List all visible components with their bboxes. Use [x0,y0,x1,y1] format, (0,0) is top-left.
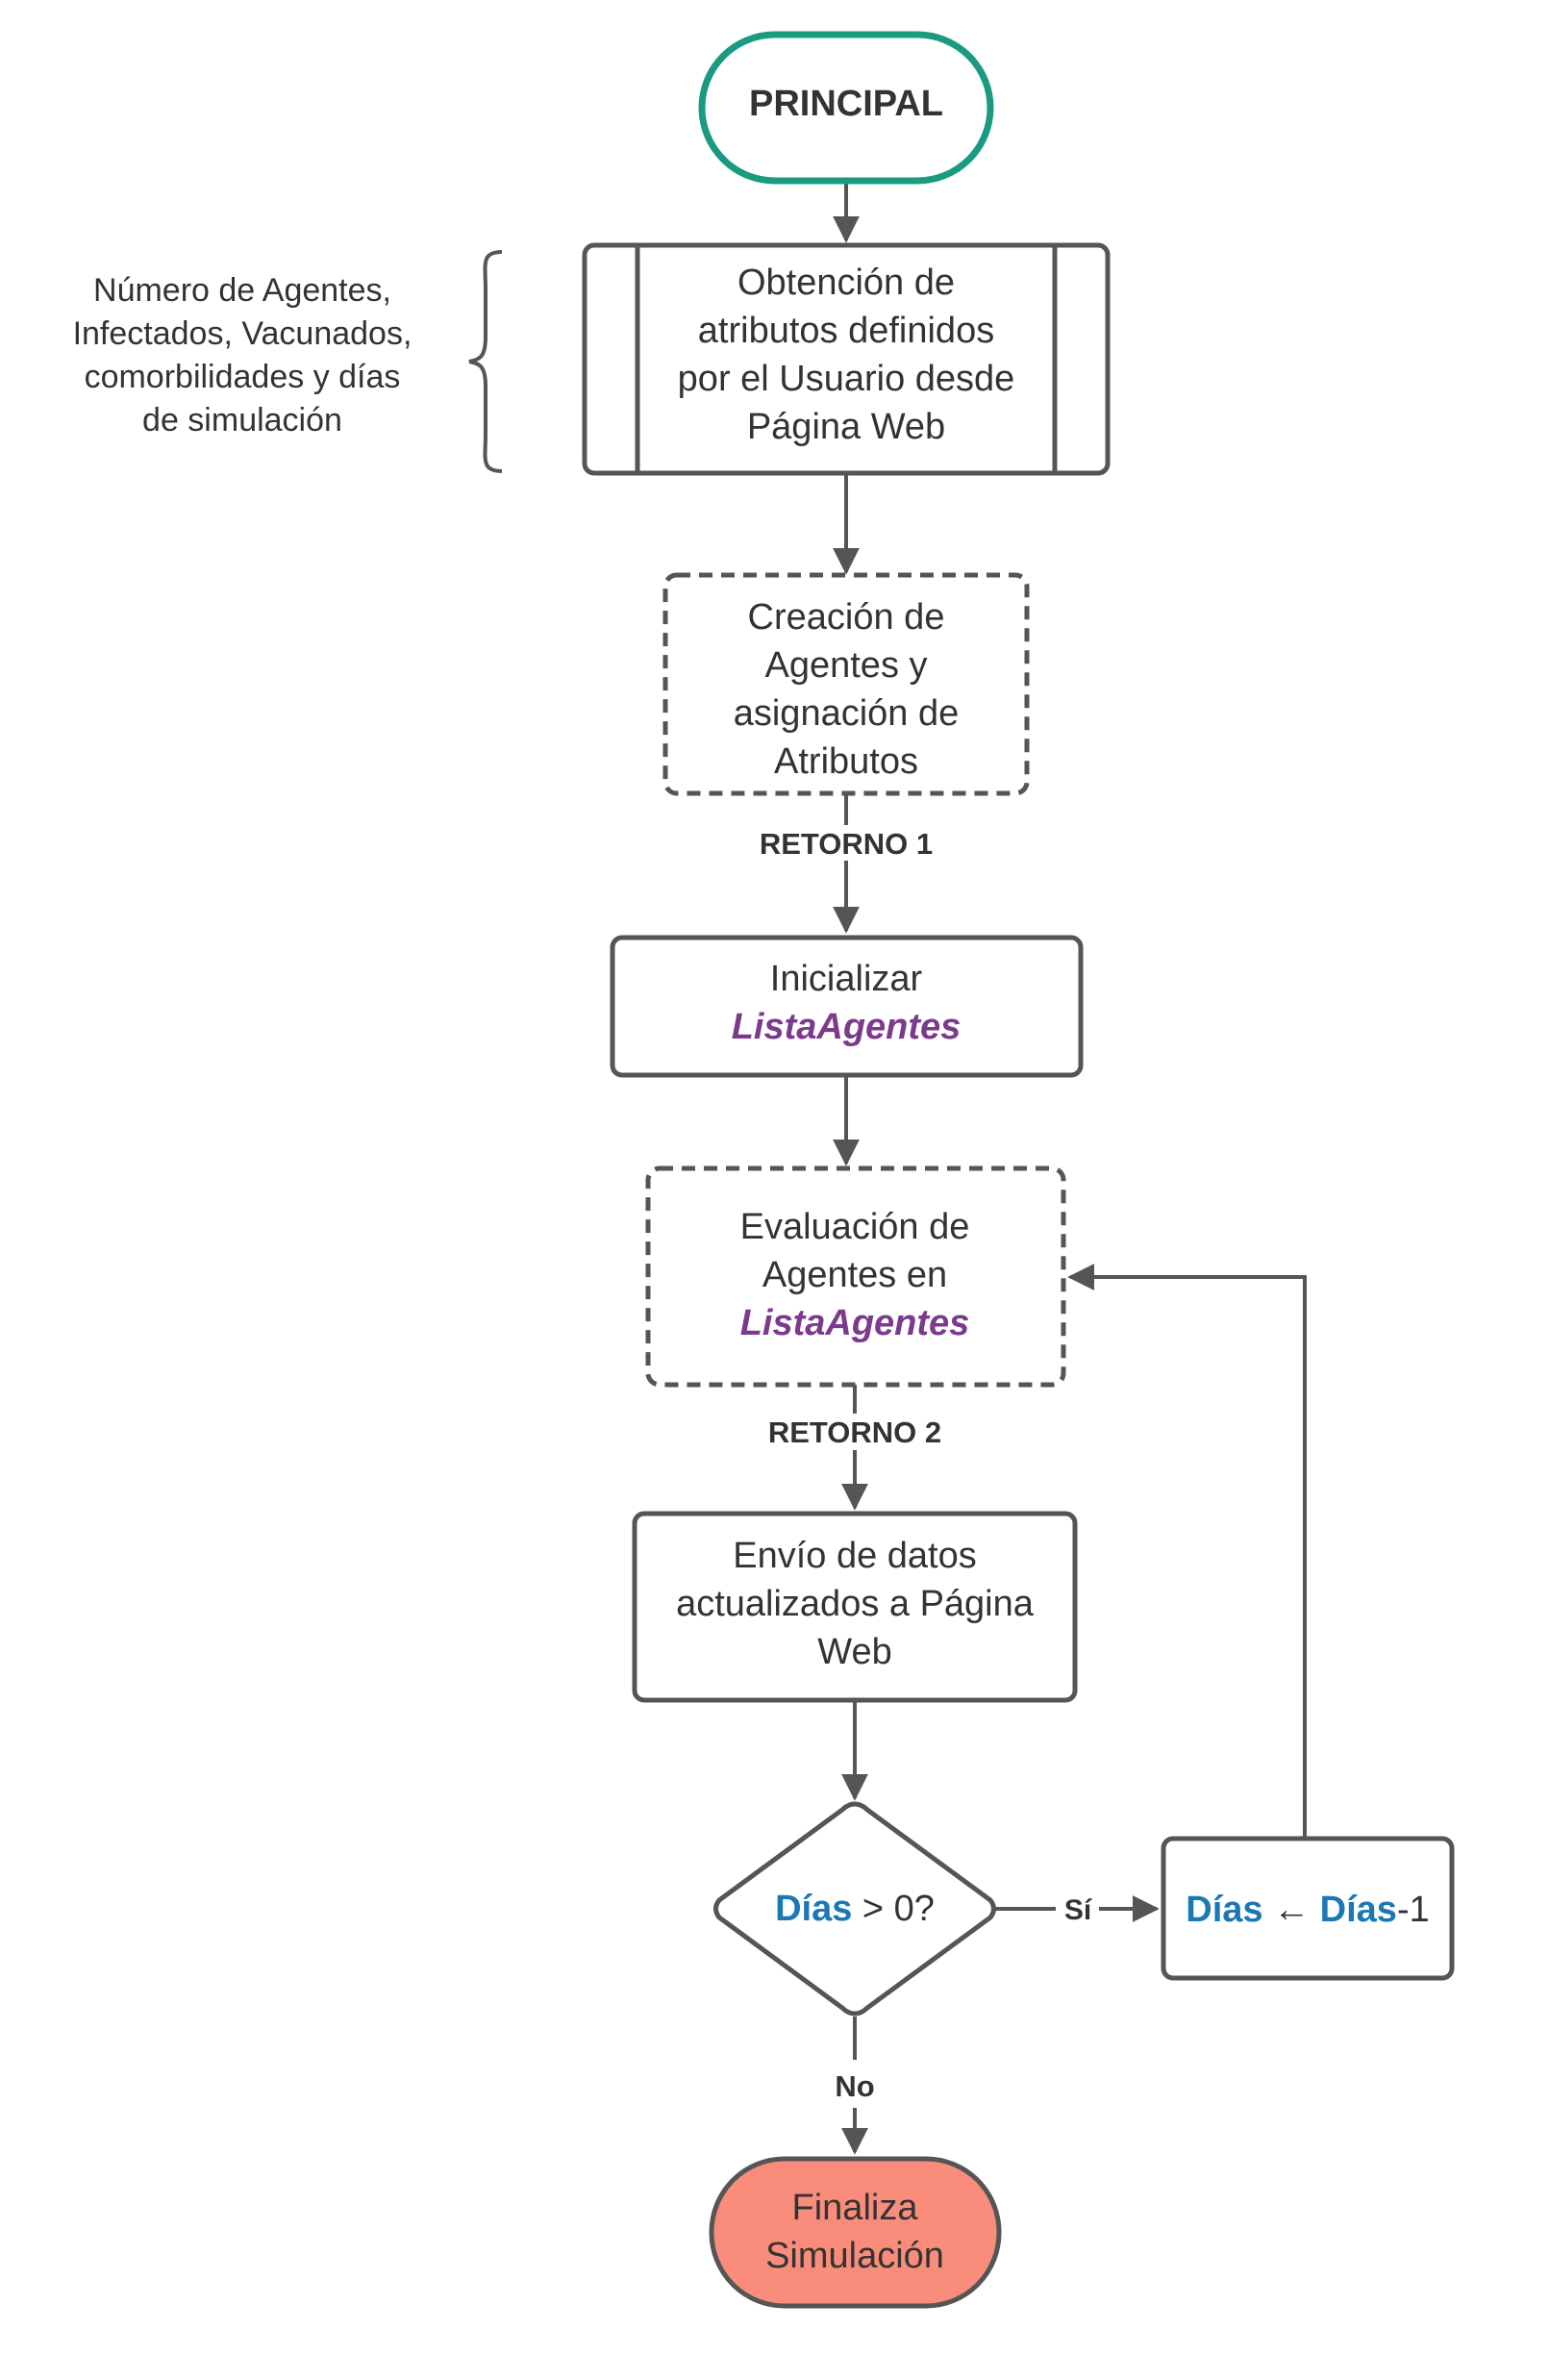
annotation-line-4: de simulación [142,402,342,438]
envio-line-3: Web [817,1632,891,1672]
update-var-1: Días [1186,1890,1262,1930]
edges [833,181,1307,2155]
creacion-node: Creación de Agentes y asignación de Atri… [662,572,1030,796]
decision-node: Días > 0? [713,1801,996,2017]
annotation-line-1: Número de Agentes, [93,272,391,309]
obtencion-line-4: Página Web [747,407,945,447]
obtencion-line-3: por el Usuario desde [678,359,1015,399]
evaluacion-line-3: ListaAgentes [740,1303,970,1343]
update-text: Días ← Días-1 [1186,1890,1429,1930]
inicializar-node: Inicializar ListaAgentes [610,935,1084,1078]
decision-condition: > 0? [852,1889,935,1929]
decision-text: Días > 0? [775,1889,935,1929]
curly-brace [468,250,503,473]
obtencion-line-1: Obtención de [737,263,955,303]
retorno-1-label: RETORNO 1 [760,827,933,861]
start-node: PRINCIPAL [698,31,994,185]
no-label: No [835,2069,874,2103]
end-line-2: Simulación [765,2236,944,2276]
edge-update-loop [1067,1264,1307,1837]
inicializar-line-1: Inicializar [770,959,923,999]
creacion-line-2: Agentes y [765,645,928,686]
annotation: Número de Agentes, Infectados, Vacunados… [73,250,503,473]
evaluacion-line-2: Agentes en [762,1255,947,1295]
envio-node: Envío de datos actualizados a Página Web [632,1511,1078,1703]
annotation-line-3: comorbilidades y días [85,359,401,395]
si-label: Sí [1064,1894,1093,1926]
creacion-line-1: Creación de [748,597,945,638]
obtencion-line-2: atributos definidos [698,311,994,351]
creacion-line-4: Atributos [774,741,918,782]
update-assign-arrow: ← [1263,1890,1320,1930]
evaluacion-line-1: Evaluación de [740,1207,970,1247]
annotation-line-2: Infectados, Vacunados, [73,315,412,352]
update-decrement: -1 [1397,1890,1430,1930]
update-var-2: Días [1320,1890,1397,1930]
creacion-line-3: asignación de [734,693,960,734]
start-label: PRINCIPAL [749,84,943,124]
end-line-1: Finaliza [792,2188,919,2228]
decision-var: Días [775,1889,852,1929]
inicializar-line-2: ListaAgentes [732,1007,962,1047]
obtencion-node: Obtención de atributos definidos por el … [582,242,1111,476]
evaluacion-node: Evaluación de Agentes en ListaAgentes [645,1165,1066,1388]
envio-line-2: actualizados a Página [676,1584,1035,1624]
update-node: Días ← Días-1 [1161,1836,1455,1981]
envio-line-1: Envío de datos [733,1536,977,1576]
end-node: Finaliza Simulación [709,2156,1002,2309]
retorno-2-label: RETORNO 2 [768,1415,941,1449]
